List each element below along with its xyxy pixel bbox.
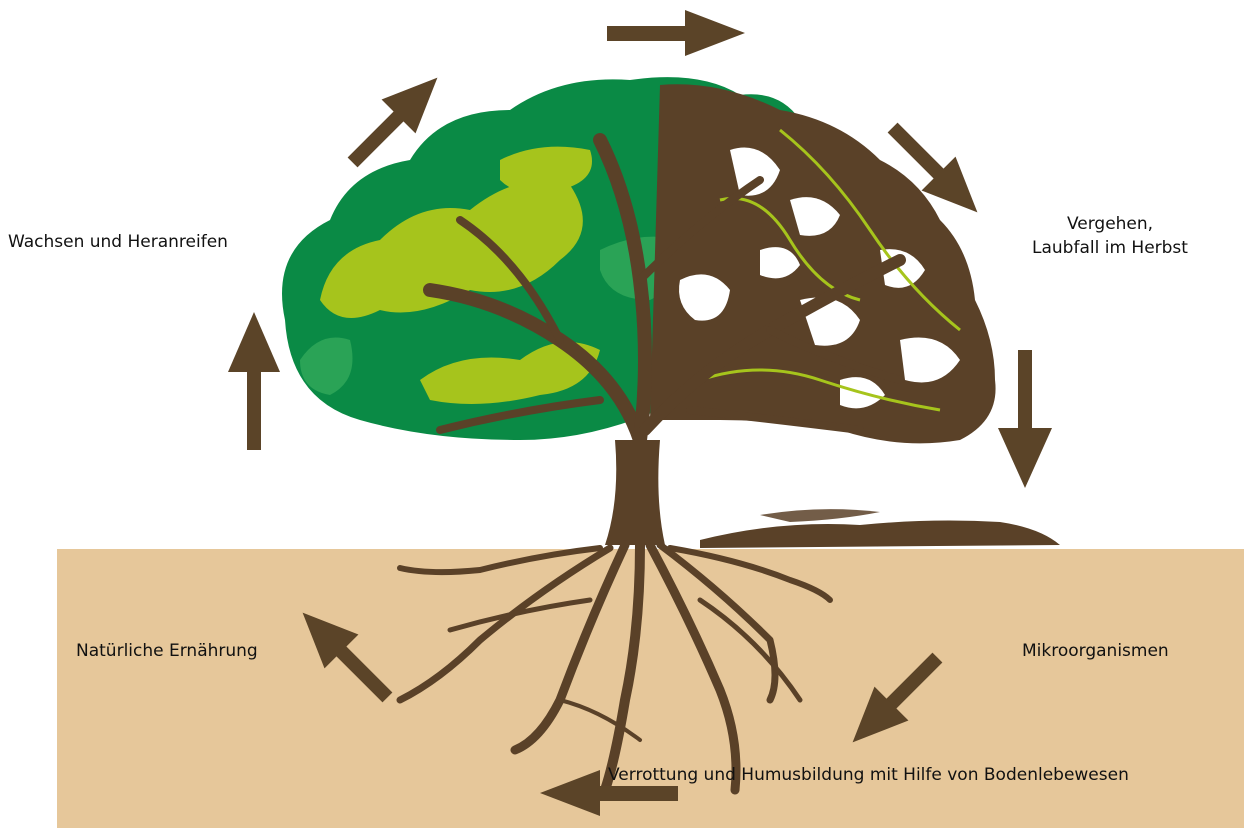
fallen-leaves-shadow (700, 509, 1060, 548)
label-rotting: Verrottung und Humusbildung mit Hilfe vo… (608, 763, 1129, 787)
tree-crown-autumn (650, 84, 996, 443)
label-decay: Vergehen, Laubfall im Herbst (1010, 212, 1210, 260)
arrow-down-right-side (998, 350, 1052, 488)
label-nutrition: Natürliche Ernährung (76, 639, 258, 663)
arrow-right-top (607, 10, 745, 56)
label-decay-line1: Vergehen, (1010, 212, 1210, 236)
tree-trunk (605, 440, 665, 545)
label-microorganisms: Mikroorganismen (1022, 639, 1169, 663)
label-decay-line2: Laubfall im Herbst (1010, 236, 1210, 260)
label-grow: Wachsen und Heranreifen (8, 230, 228, 254)
arrow-up-left (228, 312, 280, 450)
